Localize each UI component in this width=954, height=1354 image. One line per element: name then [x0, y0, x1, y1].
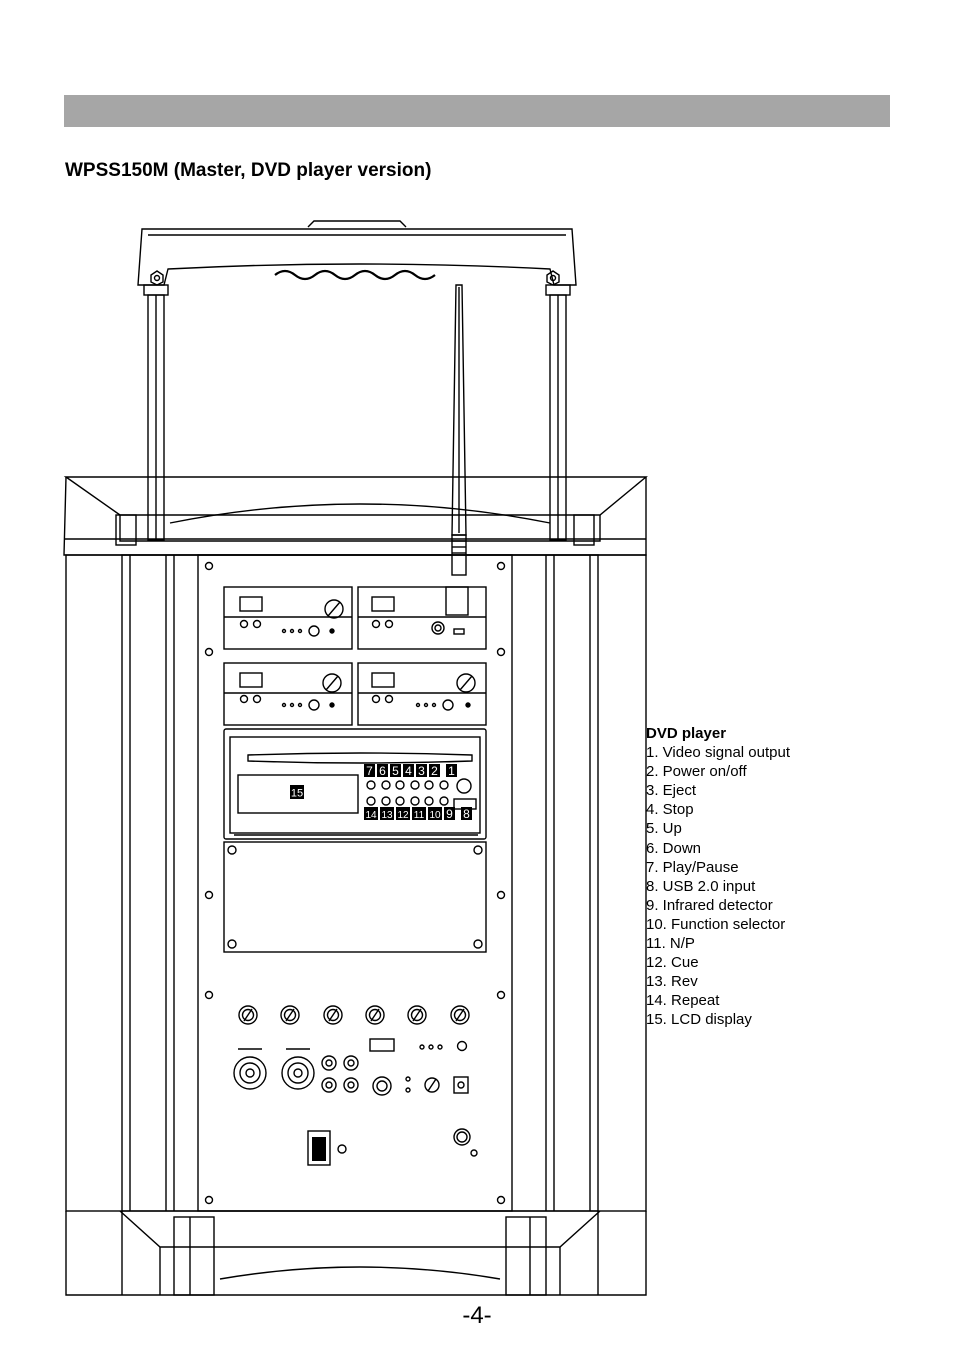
callout-number: 12	[397, 810, 409, 821]
callout-number: 1	[448, 764, 455, 778]
callout-box	[428, 807, 442, 820]
lcd-callout: 15	[290, 785, 304, 800]
callout-box	[390, 764, 401, 777]
legend-item: 8. USB 2.0 input	[646, 877, 756, 895]
callout-box	[364, 807, 378, 820]
callout-number: 2	[431, 764, 438, 778]
wireless-receiver-1	[223, 586, 353, 650]
lcd-callout-label: 15	[291, 788, 303, 800]
callout-box	[403, 764, 414, 777]
legend-item: 13. Rev	[646, 973, 698, 991]
callout-number: 5	[392, 764, 399, 778]
legend-item: 10. Function selector	[646, 915, 786, 933]
blank-panel	[223, 841, 487, 953]
wireless-receiver-2	[357, 586, 487, 650]
callout-number: 6	[379, 764, 386, 778]
dvd-button-row-top	[366, 778, 472, 794]
cabinet-top	[63, 476, 648, 556]
legend-item: 11. N/P	[646, 935, 695, 953]
callout-box	[416, 764, 427, 777]
callout-number: 13	[381, 810, 393, 821]
callout-box	[377, 764, 388, 777]
callout-box	[396, 807, 410, 820]
wireless-receiver-4	[357, 662, 487, 726]
lcd-display	[237, 774, 359, 814]
rca-jacks	[321, 1055, 359, 1093]
page-number: -4-	[462, 1302, 492, 1329]
mixer-indicators	[369, 1038, 468, 1052]
legend-item: 7. Play/Pause	[646, 858, 739, 876]
legend-item: 14. Repeat	[646, 992, 720, 1010]
callout-number: 11	[414, 810, 425, 821]
callout-box	[446, 764, 457, 777]
legend-item: 12. Cue	[646, 954, 699, 972]
legend-item: 4. Stop	[646, 801, 694, 819]
mixer-knobs	[238, 1005, 470, 1025]
callout-box	[444, 807, 455, 820]
callout-number: 3	[418, 764, 425, 778]
cabinet-body	[65, 554, 647, 1212]
legend-item: 5. Up	[646, 820, 682, 838]
cabinet-bottom	[65, 1210, 647, 1296]
legend-item: 3. Eject	[646, 782, 697, 800]
callout-box	[461, 807, 472, 820]
model-title: WPSS150M (Master, DVD player version)	[65, 160, 432, 181]
power-switch	[307, 1130, 347, 1166]
legend-list: 1. Video signal output 2. Power on/off 3…	[646, 743, 790, 1029]
callout-number: 8	[463, 807, 470, 821]
callout-box	[429, 764, 440, 777]
section-header-bar	[64, 95, 890, 127]
wireless-receiver-3	[223, 662, 353, 726]
legend-item: 2. Power on/off	[646, 763, 747, 781]
combo-input-jacks	[233, 1048, 315, 1090]
dvd-legend: DVD player 1. Video signal output 2. Pow…	[646, 724, 790, 1030]
legend-item: 15. LCD display	[646, 1011, 752, 1029]
legend-item: 1. Video signal output	[646, 744, 791, 762]
callout-box	[380, 807, 394, 820]
callout-number: 7	[366, 764, 373, 778]
callout-number: 14	[365, 810, 377, 821]
trolley-handle	[137, 220, 577, 541]
antenna	[445, 284, 469, 616]
callout-box	[412, 807, 426, 820]
callout-number: 4	[405, 764, 412, 778]
callout-box	[364, 764, 375, 777]
legend-item: 6. Down	[646, 839, 702, 857]
dvd-player-unit	[223, 728, 487, 840]
legend-item: 9. Infrared detector	[646, 896, 773, 914]
power-inlet	[453, 1128, 478, 1157]
legend-title: DVD player	[646, 725, 727, 742]
callout-number: 10	[429, 810, 441, 821]
callout-number: 9	[446, 807, 453, 821]
line-jack-and-switches	[372, 1076, 469, 1096]
